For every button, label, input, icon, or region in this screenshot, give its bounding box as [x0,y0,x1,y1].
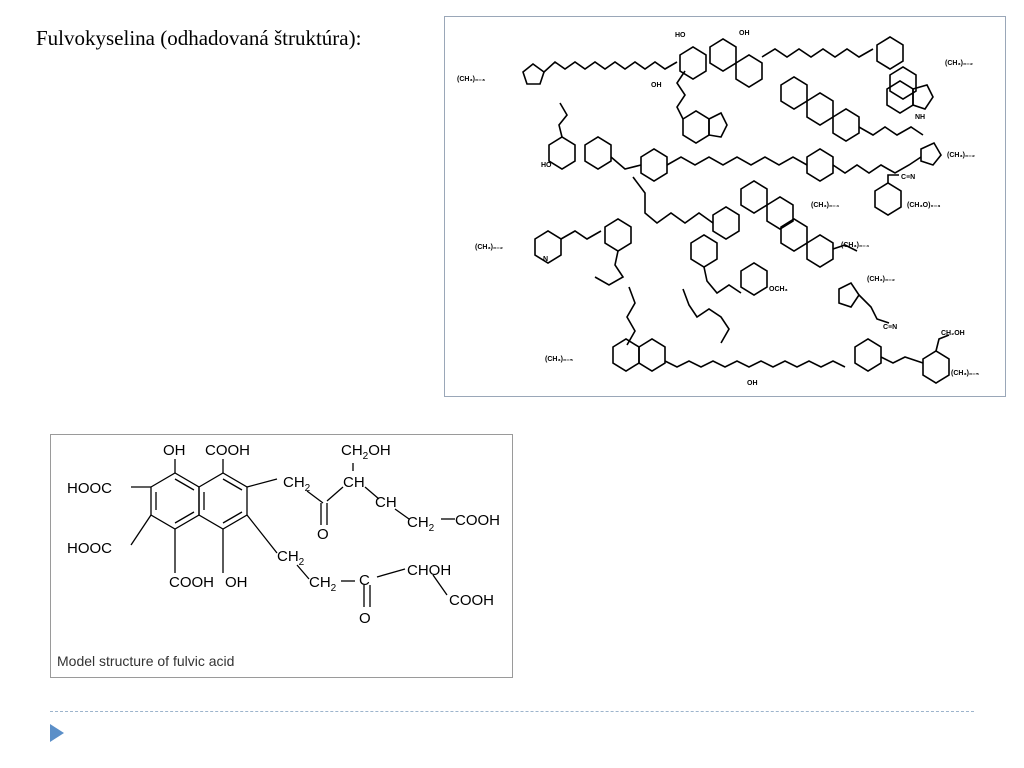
carbonyl-oxygen-2-label: O [359,610,371,627]
nitrile-label-2: C≡N [883,324,897,331]
methyl-label-right-4: (CH₃)₀₋₂ [867,276,895,283]
model-structure-caption: Model structure of fulvic acid [57,653,235,669]
methyl-label-left-3: (CH₃)₀₋₅ [545,356,573,363]
estimated-structure-drawing: (CH₃)₀₋₃ HO OH OH (CH₃)₀₋₂ NH (CH₃)₀₋₂ C… [457,30,979,387]
methyl-label-right-3: (CH₃)₀₋₄ [841,242,869,249]
methylene-3-label: CH2 [277,548,305,568]
nitrile-label-1: C≡N [901,174,915,181]
hydroxyl-label-top-2: OH [739,30,750,37]
amine-label: NH [915,114,925,121]
methylene-1-label: CH2 [283,474,311,494]
methyl-label-mid-1: (CH₃)₀₋₄ [811,202,839,209]
carboxyl-left-1-label: HOOC [67,480,112,497]
hydroxyl-label-chain: OH [651,82,662,89]
hydroxyl-label-top-1: HO [675,32,686,39]
carboxyl-right-2-label: COOH [449,592,494,609]
carbonyl-carbon-label: C [359,572,370,589]
footer-divider [50,711,974,712]
methine-2-label: CH [375,494,397,511]
methyl-label-right-1: (CH₃)₀₋₂ [945,60,973,67]
hydroxyl-top-label: OH [163,442,186,459]
methoxy-label: OCH₃ [769,286,788,293]
hydroxymethine-label: CHOH [407,562,451,579]
methoxy-label-mid: (CH₃O)₀₋₃ [907,202,941,209]
methylene-2-label: CH2 [407,514,435,534]
hydroxymethyl-label: CH₂OH [941,330,965,337]
hydroxyl-label-bottom: OH [747,380,758,387]
hydroxymethyl-label: CH2OH [341,442,391,462]
play-triangle-icon [50,724,64,742]
hydroxyl-label-left: HO [541,162,552,169]
slide-title: Fulvokyselina (odhadovaná štruktúra): [36,26,362,50]
carboxyl-top-label: COOH [205,442,250,459]
methyl-label-right-5: (CH₃)₀₋₅ [951,370,979,377]
carbonyl-oxygen-1-label: O [317,526,329,543]
hydroxyl-bottom-label: OH [225,574,248,591]
methylene-4-label: CH2 [309,574,337,594]
methine-1-label: CH [343,474,365,491]
carboxyl-left-2-label: HOOC [67,540,112,557]
carboxyl-right-1-label: COOH [455,512,500,529]
model-structure-drawing: OH COOH HOOC HOOC COOH OH CH2 CH2OH CH O… [67,442,500,627]
methyl-label-right-2: (CH₃)₀₋₂ [947,152,975,159]
nitrogen-label: N [543,256,548,263]
model-structure-figure: OH COOH HOOC HOOC COOH OH CH2 CH2OH CH O… [50,434,513,678]
methyl-label-left-2: (CH₃)₀₋₂ [475,244,503,251]
methyl-label-left-1: (CH₃)₀₋₃ [457,76,485,83]
carboxyl-bottom-label: COOH [169,574,214,591]
estimated-structure-figure: (CH₃)₀₋₃ HO OH OH (CH₃)₀₋₂ NH (CH₃)₀₋₂ C… [444,16,1006,397]
